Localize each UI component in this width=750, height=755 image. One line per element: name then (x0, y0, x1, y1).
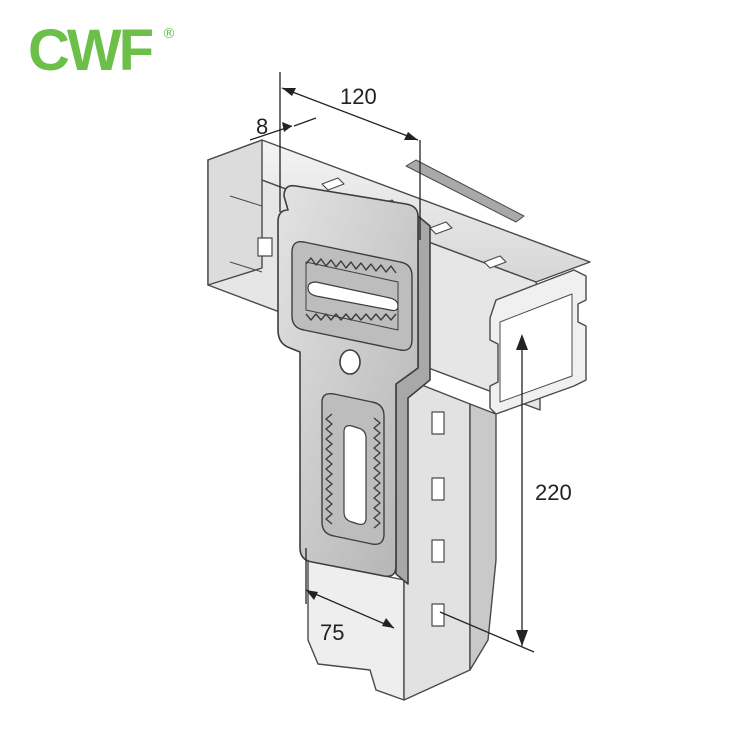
dimension-label-height: 220 (535, 480, 572, 505)
lower-serrated-slot (321, 392, 385, 545)
dimension-label-thickness: 8 (256, 114, 269, 139)
bolt-hole (339, 349, 361, 375)
dimension-label-width-bottom: 75 (320, 620, 345, 645)
vertical-channel-post (307, 377, 497, 701)
upper-serrated-slot (291, 241, 413, 351)
t-connection-plate (277, 184, 431, 585)
brand-logo: CWF (28, 18, 154, 83)
dimension-label-width-top: 120 (340, 84, 377, 109)
registered-mark: ® (162, 26, 176, 42)
dimension-lines (249, 72, 535, 653)
